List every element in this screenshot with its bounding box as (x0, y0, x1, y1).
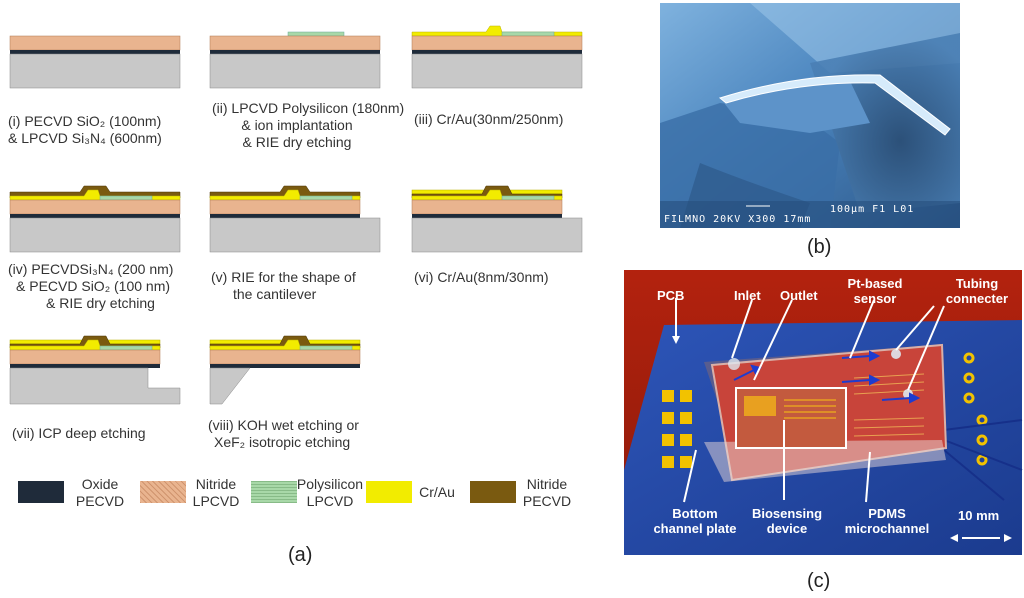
legend-nitride-lpcvd-line-2: LPCVD (192, 493, 240, 509)
label-tubing-line-1: Tubing (955, 276, 999, 291)
step-vii-line-1: (vii) ICP deep etching (12, 425, 146, 441)
device-photo (624, 270, 1023, 555)
step-iii-label: (iii) Cr/Au(30nm/250nm) (414, 111, 563, 128)
legend-label-cr-au: Cr/Au (412, 484, 462, 501)
legend-polysilicon-line-1: Polysilicon (296, 476, 364, 492)
label-tubing-line-2: connecter (945, 291, 1009, 306)
label-pcb: PCB (657, 288, 685, 303)
label-bottom-plate: Bottom channel plate (652, 506, 738, 536)
label-pt-sensor-line-1: Pt-based (847, 276, 903, 291)
step-v-line-1: (v) RIE for the shape of (211, 269, 356, 285)
legend-nitride-pecvd-line-2: PECVD (522, 493, 572, 509)
step-ii-line-3: & RIE dry etching (242, 134, 352, 150)
legend-label-polysilicon-lpcvd: Polysilicon LPCVD (290, 476, 370, 510)
step-vii-label: (vii) ICP deep etching (12, 425, 146, 442)
label-bottom-plate-line-1: Bottom (672, 506, 718, 521)
sem-info-line-2: FILMNO 20KV X300 17mm (664, 214, 812, 225)
label-tubing: Tubing connecter (937, 276, 1017, 306)
step-iv-label: (iv) PECVDSi₃N₄ (200 nm) & PECVD SiO₂ (1… (8, 261, 173, 312)
step-iii-line-1: (iii) Cr/Au(30nm/250nm) (414, 111, 564, 127)
sem-micrograph (660, 3, 960, 228)
legend-swatch-oxide-pecvd (18, 481, 64, 503)
label-biosensing: Biosensing device (742, 506, 832, 536)
legend-swatch-nitride-pecvd (470, 481, 516, 503)
label-scale-bar: 10 mm (958, 508, 1000, 523)
label-biosensing-line-1: Biosensing (751, 506, 823, 521)
step-viii-line-2: XeF₂ isotropic etching (214, 434, 351, 450)
label-biosensing-line-2: device (766, 521, 808, 536)
legend-swatch-cr-au (366, 481, 412, 503)
legend-polysilicon-line-2: LPCVD (306, 493, 354, 509)
step-viii-diagram (209, 335, 361, 405)
step-ii-label: (ii) LPCVD Polysilicon (180nm) & ion imp… (212, 100, 405, 151)
step-ii-line-1: (ii) LPCVD Polysilicon (180nm) (212, 100, 405, 116)
step-vi-line-1: (vi) Cr/Au(8nm/30nm) (414, 269, 549, 285)
step-i-label: (i) PECVD SiO₂ (100nm) & LPCVD Si₃N₄ (60… (8, 113, 162, 147)
panel-c-label: (c) (807, 570, 831, 592)
step-v-line-2: the cantilever (233, 286, 317, 302)
step-v-label: (v) RIE for the shape of the cantilever (211, 269, 356, 303)
label-pdms: PDMS microchannel (842, 506, 932, 536)
step-i-line-2: & LPCVD Si₃N₄ (600nm) (8, 130, 162, 146)
legend-nitride-pecvd-line-1: Nitride (526, 476, 568, 492)
step-iv-line-3: & RIE dry etching (46, 295, 155, 311)
legend-label-nitride-lpcvd: Nitride LPCVD (186, 476, 246, 510)
label-outlet: Outlet (780, 288, 818, 303)
step-iv-diagram (9, 185, 181, 253)
legend-label-nitride-pecvd: Nitride PECVD (517, 476, 577, 510)
step-vii-diagram (9, 335, 181, 405)
legend-cr-au-line-1: Cr/Au (419, 484, 455, 500)
step-iv-line-2: & PECVD SiO₂ (100 nm) (16, 278, 171, 294)
label-pdms-line-2: microchannel (844, 521, 930, 536)
sem-info-line-1: 100µm F1 L01 (830, 204, 915, 215)
step-vi-diagram (411, 185, 583, 253)
label-pdms-line-1: PDMS (868, 506, 906, 521)
step-i-line-1: (i) PECVD SiO₂ (100nm) (8, 113, 162, 129)
legend-nitride-lpcvd-line-1: Nitride (195, 476, 237, 492)
step-i-diagram (9, 35, 181, 89)
legend-swatch-polysilicon-lpcvd (251, 481, 297, 503)
panel-b-label: (b) (807, 236, 832, 258)
legend-oxide-line-1: Oxide (81, 476, 119, 492)
step-ii-line-2: & ion implantation (241, 117, 353, 133)
legend-swatch-nitride-lpcvd (140, 481, 186, 503)
panel-a-label: (a) (288, 544, 313, 566)
step-vi-label: (vi) Cr/Au(8nm/30nm) (414, 269, 549, 286)
label-pt-sensor: Pt-based sensor (840, 276, 910, 306)
step-viii-line-1: (viii) KOH wet etching or (208, 417, 359, 433)
label-bottom-plate-line-2: channel plate (653, 521, 737, 536)
step-iii-diagram (411, 25, 583, 89)
legend-oxide-line-2: PECVD (75, 493, 125, 509)
step-ii-diagram (209, 31, 381, 89)
label-pt-sensor-line-2: sensor (853, 291, 897, 306)
label-inlet: Inlet (734, 288, 761, 303)
step-viii-label: (viii) KOH wet etching or XeF₂ isotropic… (208, 417, 359, 451)
legend-label-oxide-pecvd: Oxide PECVD (70, 476, 130, 510)
step-iv-line-1: (iv) PECVDSi₃N₄ (200 nm) (8, 261, 174, 277)
step-v-diagram (209, 185, 381, 253)
